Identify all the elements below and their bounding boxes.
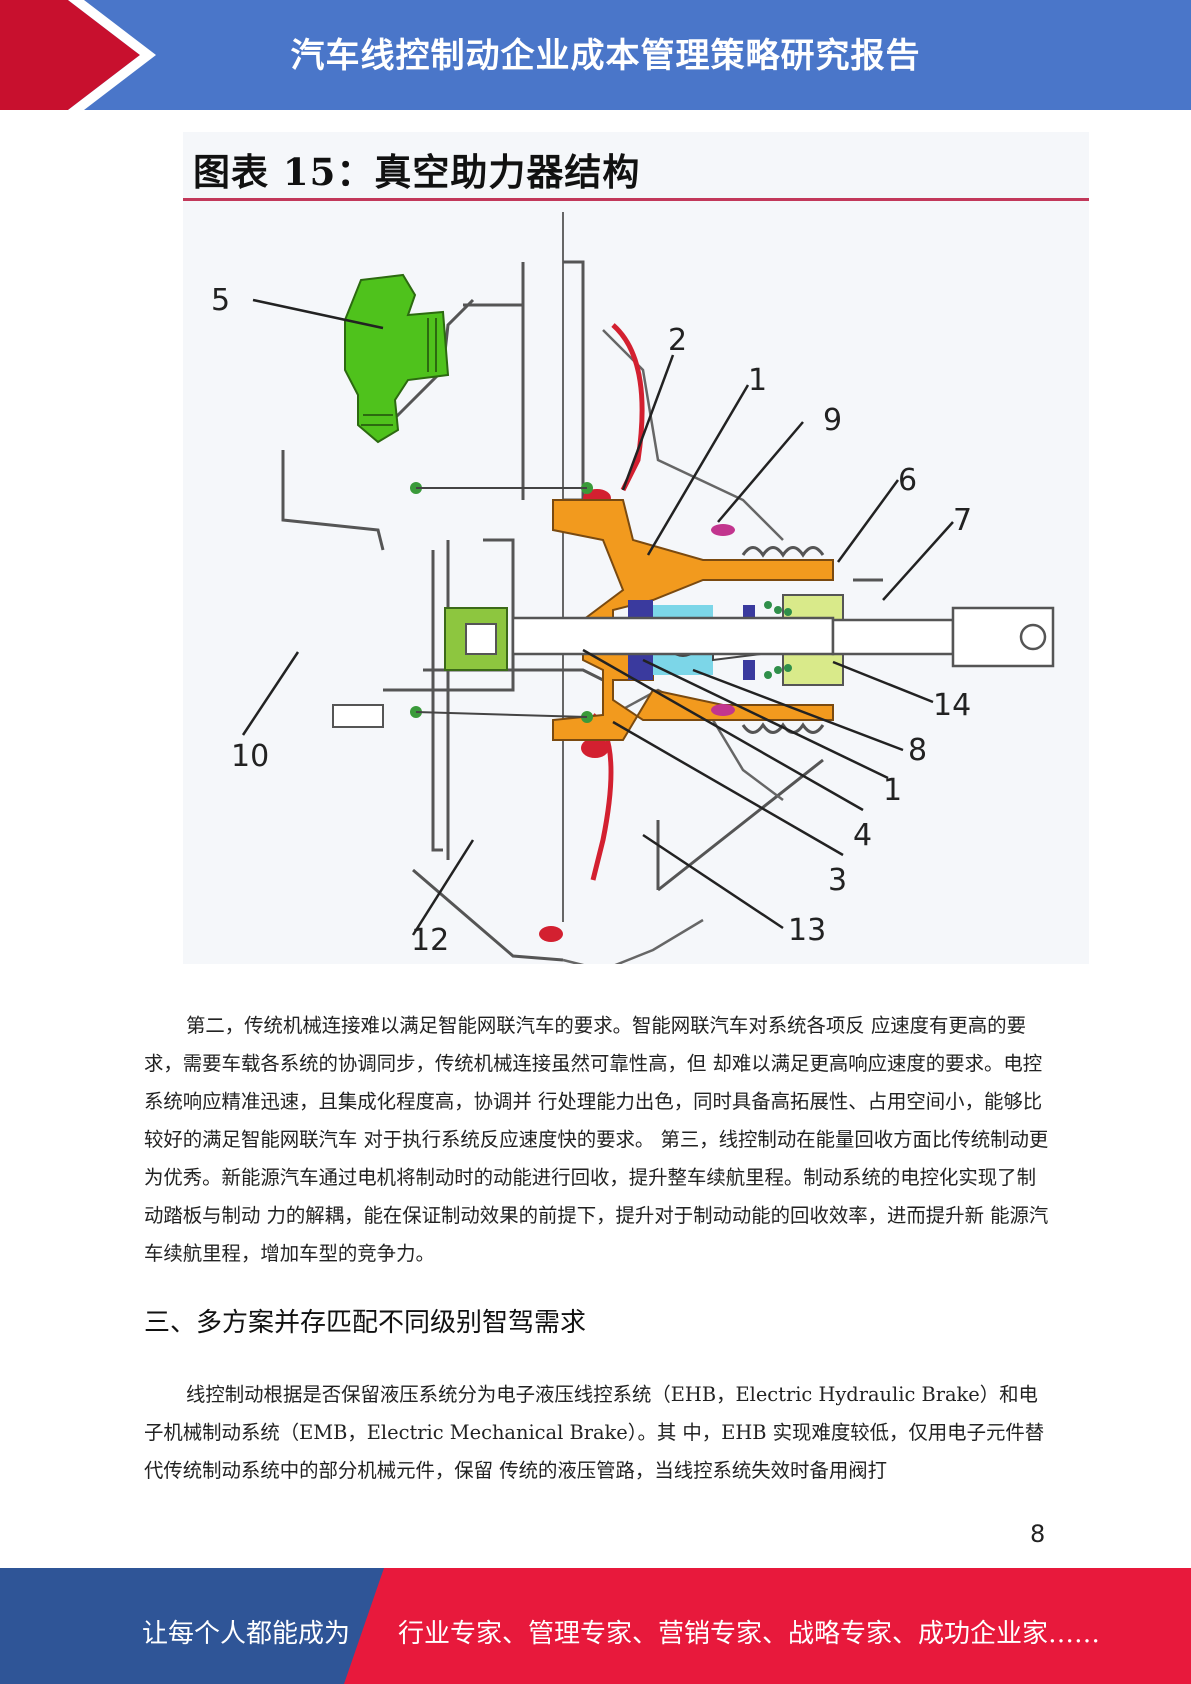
header-chevron-decoration xyxy=(0,0,156,110)
page-header: 汽车线控制动企业成本管理策略研究报告 xyxy=(0,0,1191,110)
body-paragraph-1: 第二，传统机械连接难以满足智能网联汽车的要求。智能网联汽车对系统各项反 应速度有… xyxy=(144,1007,1054,1273)
callout-label: 10 xyxy=(231,739,269,774)
callout-label: 2 xyxy=(668,323,687,358)
body-paragraph-2: 线控制动根据是否保留液压系统分为电子液压线控系统（EHB，Electric Hy… xyxy=(144,1376,1054,1490)
callout-label: 9 xyxy=(823,403,842,438)
page-number: 8 xyxy=(1030,1520,1046,1548)
callout-label: 5 xyxy=(211,283,230,318)
callout-label: 13 xyxy=(788,913,826,948)
callout-label: 14 xyxy=(933,688,971,723)
section-heading: 三、多方案并存匹配不同级别智驾需求 xyxy=(144,1308,587,1338)
footer-background xyxy=(0,1568,1191,1684)
report-title: 汽车线控制动企业成本管理策略研究报告 xyxy=(290,36,921,76)
paragraph-1-text: 第二，传统机械连接难以满足智能网联汽车的要求。智能网联汽车对系统各项反 应速度有… xyxy=(144,1014,1049,1265)
callout-label: 6 xyxy=(898,463,917,498)
footer-slogan-left: 让每个人都能成为 xyxy=(142,1619,351,1649)
callout-label: 1 xyxy=(883,773,902,808)
callout-label: 12 xyxy=(411,923,449,958)
callout-label: 4 xyxy=(853,818,872,853)
paragraph-2-text: 线控制动根据是否保留液压系统分为电子液压线控系统（EHB，Electric Hy… xyxy=(144,1383,1045,1482)
figure-title-rule xyxy=(183,198,1089,201)
vacuum-booster-diagram: 5 2 1 9 6 7 14 8 1 4 3 13 12 10 xyxy=(211,212,1055,964)
figure-vacuum-booster: 图表 15：真空助力器结构 xyxy=(183,132,1089,964)
footer-slogan-right: 行业专家、管理专家、营销专家、战略专家、成功企业家…… xyxy=(398,1619,1101,1649)
callout-label: 7 xyxy=(953,503,972,538)
page-footer: 让每个人都能成为 行业专家、管理专家、营销专家、战略专家、成功企业家…… xyxy=(0,1568,1191,1684)
callout-label: 3 xyxy=(828,863,847,898)
callout-label: 8 xyxy=(908,733,927,768)
figure-title: 图表 15：真空助力器结构 xyxy=(193,150,641,194)
callout-label: 1 xyxy=(748,363,767,398)
